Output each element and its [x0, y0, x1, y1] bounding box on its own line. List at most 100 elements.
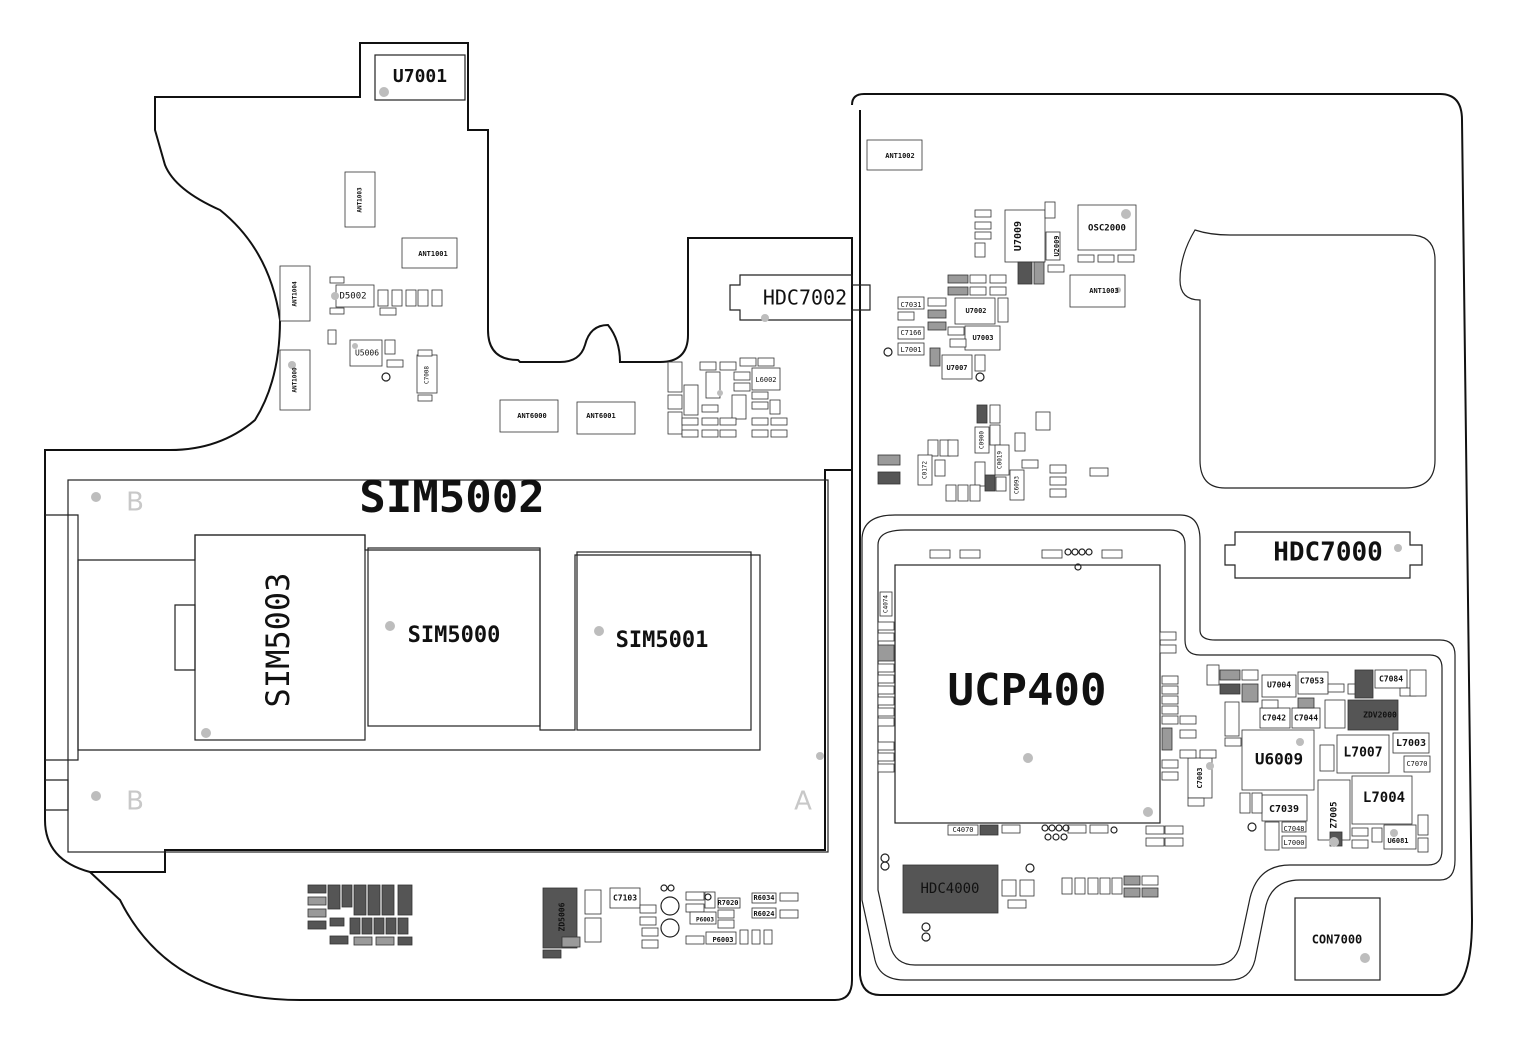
left-board-outline: [44, 42, 853, 873]
label-sim5000: SIM5000: [408, 623, 501, 648]
camera-cutout: [1179, 229, 1436, 489]
via-circles: [381, 347, 1257, 942]
label-c7103: C7103: [613, 894, 637, 903]
c7039-pad: [1261, 794, 1308, 822]
label-ant6001: ANT6001: [586, 412, 616, 420]
label-r6034: R6034: [753, 894, 774, 902]
label-zd5006: ZD5006: [558, 902, 567, 931]
right-board-outline: [851, 93, 1474, 996]
hdc7000-outline: [1224, 531, 1423, 579]
sim5003-notch: [174, 604, 196, 671]
label-sim5001: SIM5001: [616, 628, 709, 653]
ant6001-pad: [576, 401, 636, 435]
label-u6009: U6009: [1255, 750, 1303, 769]
label-c7084: C7084: [1379, 675, 1403, 684]
label-c7031: C7031: [900, 301, 921, 309]
label-hdc4000: HDC4000: [920, 881, 979, 897]
label-osc2000: OSC2000: [1088, 224, 1126, 234]
ucp400-outline: [894, 564, 1161, 824]
label-c7053: C7053: [1300, 677, 1324, 686]
label-ant6000: ANT6000: [517, 412, 547, 420]
label-ant1003a: ANT1003: [357, 187, 364, 213]
label-u5006: U5006: [355, 349, 379, 358]
label-c7044: C7044: [1294, 714, 1318, 723]
label-c7166: C7166: [900, 329, 921, 337]
label-l7007: L7007: [1343, 746, 1382, 761]
label-ant1002: ANT1002: [885, 152, 915, 160]
label-ant1001: ANT1001: [418, 250, 448, 258]
shield-outer: [861, 514, 1456, 981]
label-l6002: L6002: [755, 376, 776, 384]
label-u2009: U2009: [1053, 235, 1061, 256]
label-sim5002: SIM5002: [359, 472, 544, 523]
label-c4074: C4074: [883, 595, 890, 613]
l7007-pad: [1336, 734, 1390, 774]
label-hdc7000: HDC7000: [1273, 538, 1383, 568]
label-ant1000: ANT1000: [292, 367, 299, 393]
label-l7004: L7004: [1363, 790, 1405, 806]
label-sim5003: SIM5003: [259, 573, 297, 708]
label-l7001: L7001: [900, 346, 921, 354]
label-z7005: Z7005: [1330, 801, 1340, 828]
label-u7002: U7002: [965, 307, 986, 315]
label-c7070: C7070: [1406, 760, 1427, 768]
label-c7003: C7003: [1196, 767, 1204, 788]
sim-left-rail: [45, 514, 79, 761]
label-u7004: U7004: [1267, 681, 1291, 690]
u7003-pad: [964, 325, 1001, 351]
ant1000-pad: [279, 349, 311, 411]
label-c4070: C4070: [952, 826, 973, 834]
u6081-pad: [1383, 824, 1417, 850]
label-b-bottom: B: [126, 787, 144, 817]
ant1004-pad: [279, 265, 311, 322]
label-r6024: R6024: [753, 910, 774, 918]
hdc7002-outline: [729, 274, 871, 321]
label-d5002: D5002: [339, 292, 366, 302]
sim5002-outline: [67, 479, 829, 853]
label-c0900: C0900: [979, 431, 986, 449]
c7084-pad: [1374, 669, 1408, 689]
sim-left-notch: [45, 779, 69, 811]
label-l7003: L7003: [1396, 738, 1426, 749]
label-u7009: U7009: [1013, 221, 1024, 251]
label-ant1003b: ANT1003: [1089, 287, 1119, 295]
label-c7008: C7008: [424, 366, 431, 384]
label-ucp400: UCP400: [948, 665, 1107, 716]
z7005-pad: [1317, 779, 1351, 841]
label-u7001: U7001: [393, 66, 447, 87]
label-ant1004: ANT1004: [292, 281, 299, 307]
label-c7039: C7039: [1269, 804, 1299, 815]
label-u6081: U6081: [1387, 837, 1408, 845]
label-b-top: B: [126, 488, 144, 518]
ant1003a-pad: [344, 171, 376, 228]
u7007-pad: [941, 354, 973, 380]
label-c0172: C0172: [922, 461, 929, 479]
left-board-bottom: [89, 470, 853, 1001]
label-zdv2000: ZDV2000: [1363, 711, 1397, 720]
c7103-pad: [609, 887, 641, 909]
label-c0019: C0019: [997, 451, 1004, 469]
label-p6003a: P6003: [696, 917, 714, 924]
label-hdc7002: HDC7002: [763, 286, 847, 310]
ant1001-pad: [401, 237, 458, 269]
label-p6003b: P6003: [712, 936, 733, 944]
label-c7048: C7048: [1283, 825, 1304, 833]
shield-inner: [877, 529, 1443, 966]
label-u7007: U7007: [946, 364, 967, 372]
sim5000-outline: [367, 547, 541, 727]
label-r7020: R7020: [717, 899, 738, 907]
passive-components: [307, 201, 1429, 959]
ant1002-pad: [866, 139, 923, 171]
hdc4000-pad: [902, 864, 999, 914]
label-c6093: C6093: [1014, 476, 1021, 494]
label-a: A: [794, 787, 812, 817]
sim5001-outline: [576, 551, 752, 731]
l7004-pad: [1351, 775, 1413, 825]
label-u7003: U7003: [972, 334, 993, 342]
l7003-pad: [1392, 732, 1430, 754]
u7009-pad: [1004, 209, 1046, 263]
l6002-pad: [751, 367, 781, 391]
u7001-outline: [374, 54, 466, 101]
